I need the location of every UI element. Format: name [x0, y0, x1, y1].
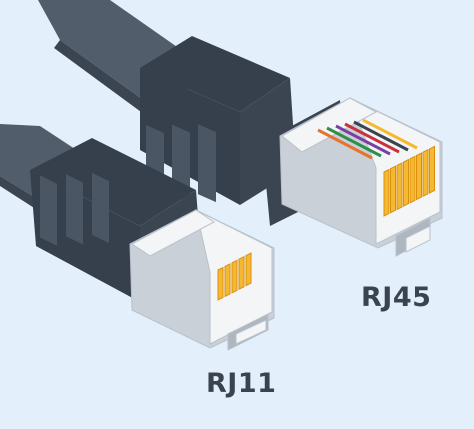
rj11-contact-pin	[231, 259, 238, 294]
rj45-connector	[38, 0, 443, 257]
rj11-contact-pin	[217, 266, 224, 301]
rj45-ridge	[198, 124, 216, 203]
rj45-label: RJ45	[361, 282, 432, 313]
rj45-wire	[317, 128, 373, 160]
rj45-wires	[317, 118, 418, 160]
rj45-cable-edge	[54, 40, 160, 120]
rj45-latch-face	[405, 225, 431, 253]
rj45-contact-pin	[403, 158, 409, 207]
rj11-connector	[0, 124, 275, 351]
rj45-boot-top	[140, 36, 290, 112]
rj45-contact-pin	[422, 148, 429, 198]
rj11-boot-ridges	[40, 172, 109, 246]
rj11-ridge	[40, 175, 57, 246]
rj45-contact-pin	[383, 168, 390, 217]
rj11-contact-pin	[238, 255, 245, 291]
rj11-contacts	[217, 252, 252, 301]
rj11-boot-top	[30, 138, 196, 226]
rj45-contact-pin	[416, 152, 422, 201]
rj45-contact-pin	[390, 165, 396, 214]
rj45-wire	[353, 120, 409, 152]
rj11-plug-top	[131, 209, 215, 257]
rj11-label: RJ11	[206, 368, 277, 399]
rj45-contact-pin	[429, 145, 435, 194]
rj11-boot-front	[30, 170, 140, 302]
rj45-contacts	[383, 145, 435, 217]
rj11-ridge	[66, 174, 83, 245]
rj11-contact-pin	[245, 252, 252, 287]
rj45-wire	[362, 118, 418, 150]
rj11-latch-face	[235, 319, 267, 345]
rj45-wire	[326, 126, 382, 158]
rj11-ridge	[92, 172, 109, 244]
rj45-contact-pin	[409, 155, 416, 204]
rj45-wire	[335, 124, 391, 156]
rj45-plug-top	[281, 97, 378, 153]
rj45-contact-pin	[396, 162, 403, 211]
rj11-contact-pin	[224, 263, 231, 298]
rj45-wire	[344, 122, 400, 154]
